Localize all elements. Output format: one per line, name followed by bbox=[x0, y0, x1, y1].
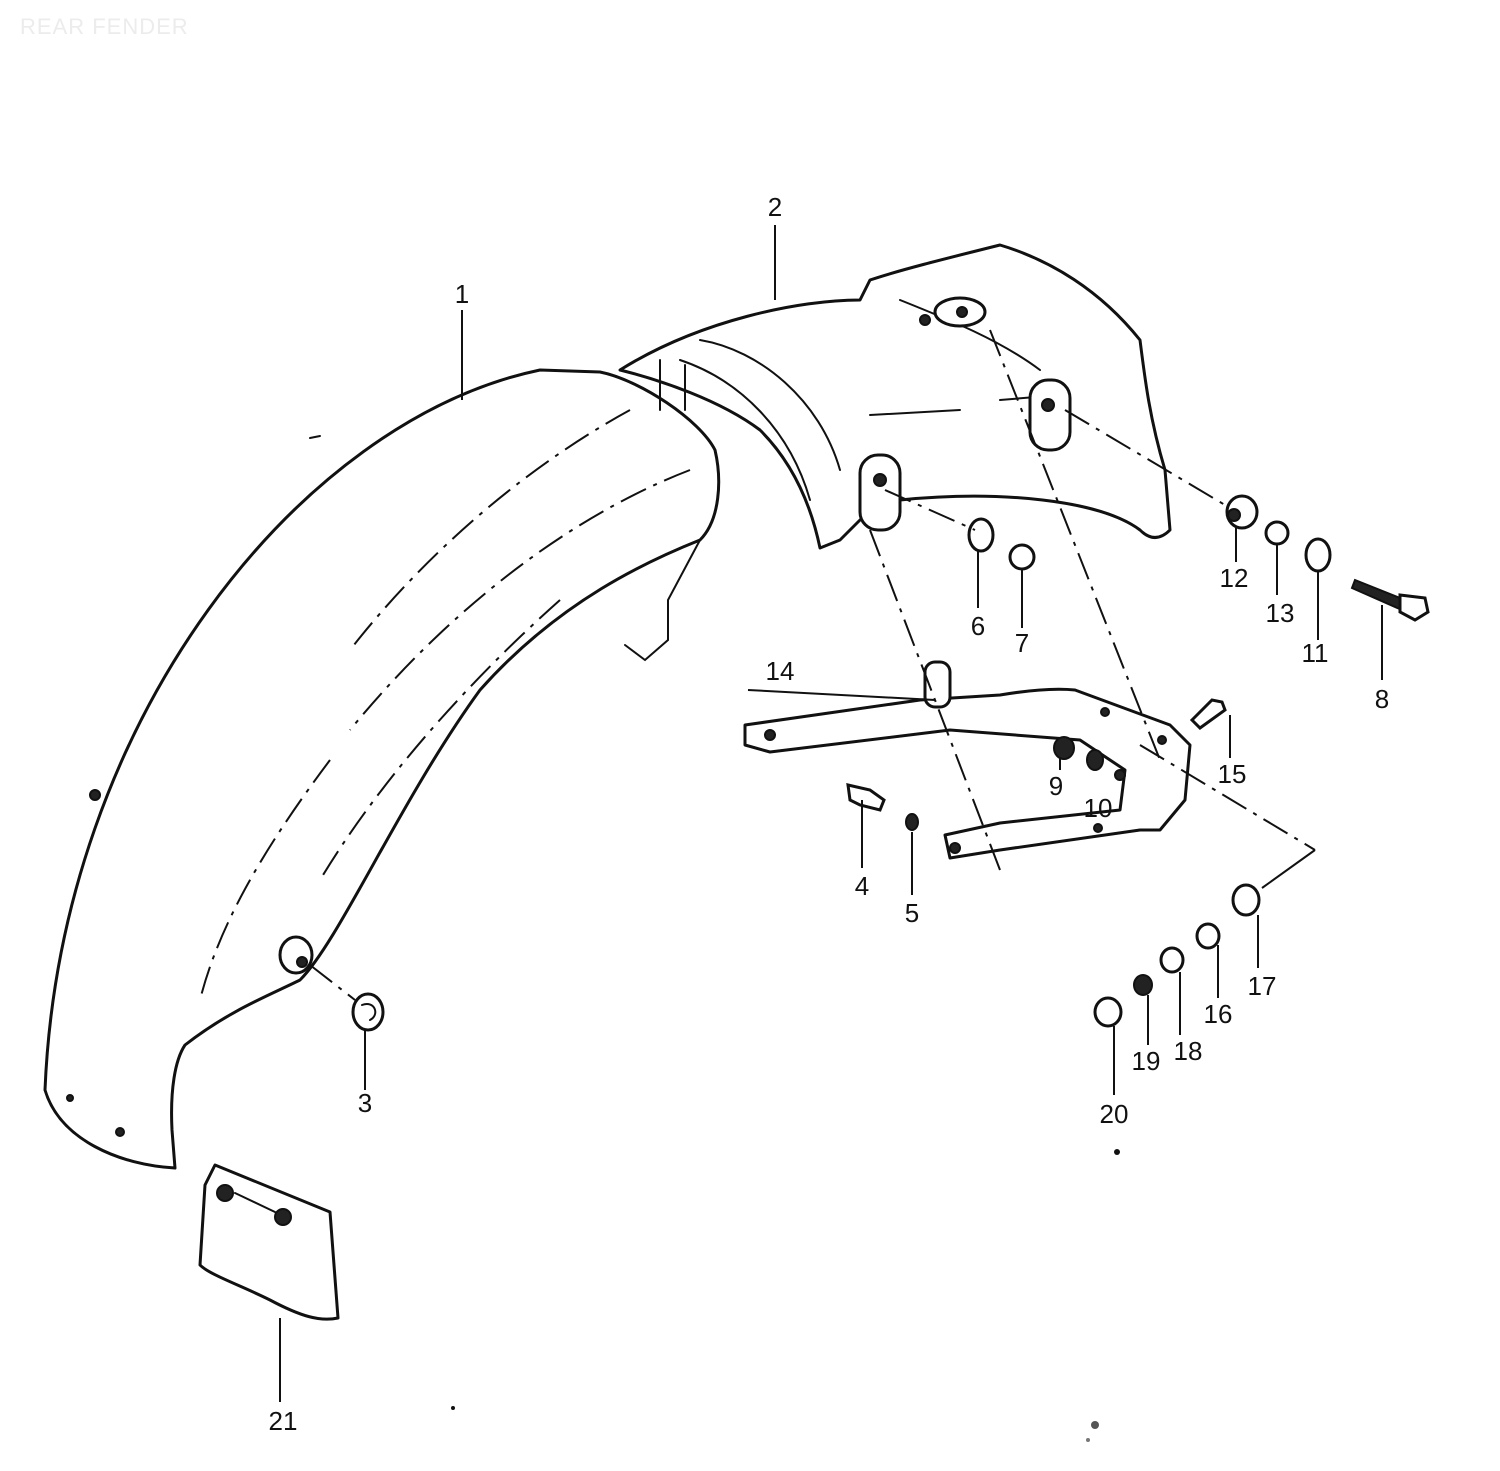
fender-bracket-part-14[interactable] bbox=[743, 660, 1192, 860]
washer-part-19[interactable] bbox=[1133, 974, 1153, 996]
rear-fender-part-2[interactable] bbox=[618, 243, 1172, 550]
callout-2: 2 bbox=[768, 192, 782, 222]
nut-part-7[interactable] bbox=[1008, 543, 1036, 571]
callout-3: 3 bbox=[358, 1088, 372, 1118]
callout-16: 16 bbox=[1204, 999, 1233, 1029]
callout-7: 7 bbox=[1015, 628, 1029, 658]
callout-1: 1 bbox=[455, 279, 469, 309]
nut-part-12[interactable] bbox=[1225, 494, 1259, 530]
callout-18: 18 bbox=[1174, 1036, 1203, 1066]
callout-17: 17 bbox=[1248, 971, 1277, 1001]
scan-specks bbox=[451, 1149, 1120, 1442]
callout-4: 4 bbox=[855, 871, 869, 901]
callout-21: 21 bbox=[269, 1406, 298, 1436]
nut-part-17[interactable] bbox=[1231, 883, 1261, 917]
washer-part-6[interactable] bbox=[967, 517, 995, 553]
page-title: REAR FENDER bbox=[20, 14, 189, 39]
callout-5: 5 bbox=[905, 898, 919, 928]
callout-9: 9 bbox=[1049, 771, 1063, 801]
callout-8: 8 bbox=[1375, 684, 1389, 714]
callout-14: 14 bbox=[766, 656, 795, 686]
assembly-centerlines bbox=[309, 329, 1316, 1001]
bolt-part-15[interactable] bbox=[1189, 698, 1227, 730]
grommet-on-fender bbox=[278, 935, 314, 975]
washer-part-5[interactable] bbox=[905, 813, 919, 831]
rubber-grommet-part-3[interactable] bbox=[351, 992, 385, 1032]
washer-part-11[interactable] bbox=[1304, 537, 1332, 573]
callout-11: 11 bbox=[1302, 638, 1329, 668]
callout-12: 12 bbox=[1220, 563, 1249, 593]
callout-6: 6 bbox=[971, 611, 985, 641]
rear-fender-part-1[interactable] bbox=[43, 368, 721, 1170]
mudflap-part-21[interactable] bbox=[198, 1163, 340, 1321]
nut-part-9[interactable] bbox=[1053, 736, 1075, 760]
callout-15: 15 bbox=[1218, 759, 1247, 789]
bolt-part-4[interactable] bbox=[846, 783, 886, 812]
washer-part-18[interactable] bbox=[1159, 946, 1185, 974]
callout-leader-lines bbox=[279, 225, 1383, 1402]
washer-part-10[interactable] bbox=[1086, 749, 1104, 771]
washer-part-16[interactable] bbox=[1195, 922, 1221, 950]
bolt-part-8[interactable] bbox=[1350, 578, 1430, 622]
callout-10: 10 bbox=[1084, 793, 1113, 823]
callout-19: 19 bbox=[1132, 1046, 1161, 1076]
callout-numbers: 1 2 3 4 5 6 7 8 9 10 11 12 13 14 15 16 1… bbox=[269, 192, 1390, 1436]
nut-part-20[interactable] bbox=[1093, 996, 1123, 1028]
collar-part-13[interactable] bbox=[1264, 520, 1290, 546]
callout-13: 13 bbox=[1266, 598, 1295, 628]
callout-20: 20 bbox=[1100, 1099, 1129, 1129]
